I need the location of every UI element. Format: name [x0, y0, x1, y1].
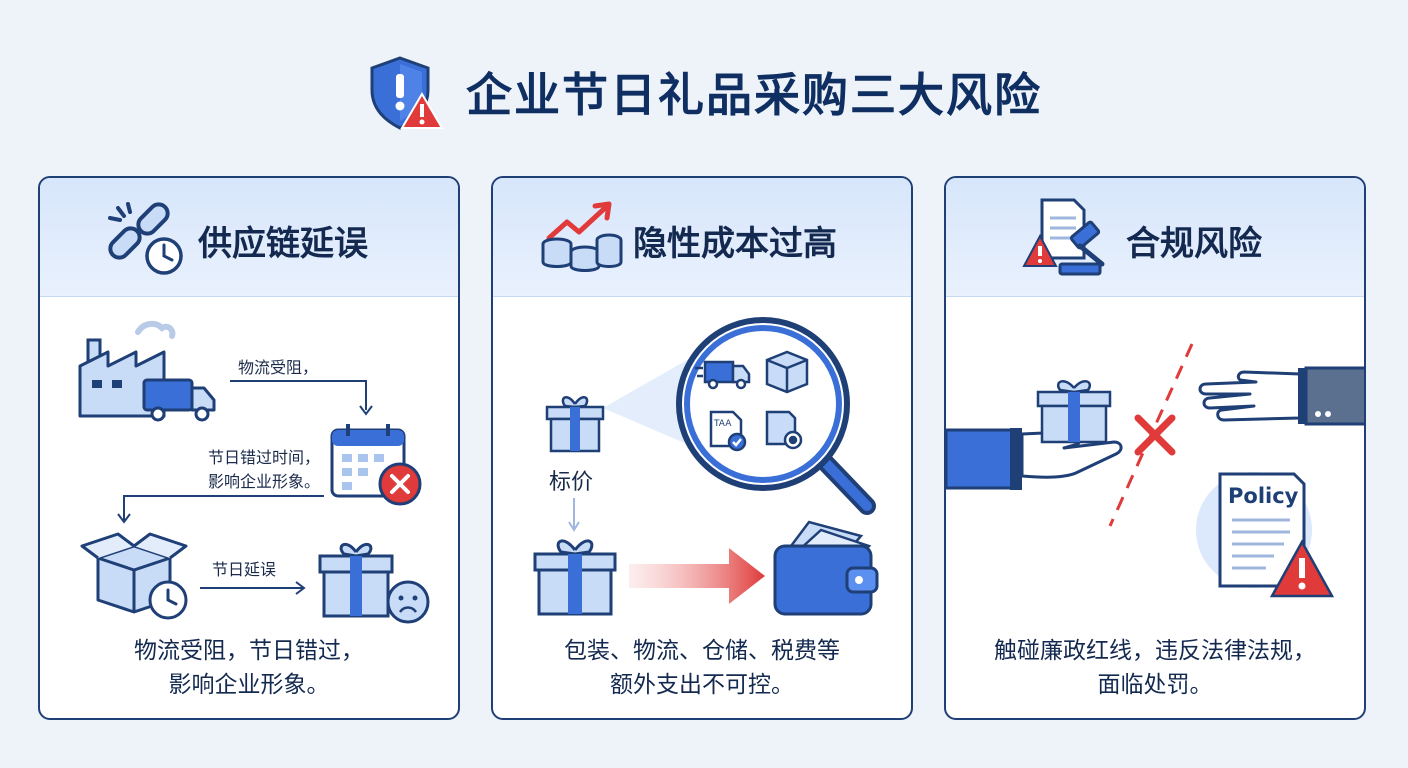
caption-line-1: 触碰廉政红线，违反法律法规， [994, 638, 1316, 664]
panel-supply-chain: 供应链延误 物流受阻， 节日错过时间， 影响企业形象。 [38, 176, 460, 720]
panel-title: 隐性成本过高 [633, 224, 837, 264]
missed-label-1: 节日错过时间， [207, 448, 320, 467]
shield-alert-icon [370, 56, 444, 130]
panel-header [946, 178, 1364, 297]
caption-line-2: 影响企业形象。 [168, 672, 330, 698]
flow-arrow [230, 380, 373, 416]
refusing-hand-icon [1198, 366, 1364, 426]
document-icon [709, 410, 747, 452]
delay-label: 节日延误 [212, 560, 277, 579]
box-icon [80, 532, 188, 620]
gift-icon [318, 542, 430, 624]
settings-doc-icon [765, 410, 803, 450]
panel-header [493, 178, 911, 297]
wallet-icon [773, 520, 879, 616]
doc-label: TAA [713, 419, 732, 429]
broken-chain-icon [108, 202, 183, 275]
panel-compliance: 合规风险 Policy 触碰廉政红线，违反法律法规， 面临处罚。 [944, 176, 1366, 720]
panel-header [40, 178, 458, 297]
policy-doc-icon [1196, 472, 1335, 598]
title-row: 企业节日礼品采购三大风险 [0, 52, 1408, 132]
handshake-icon [946, 380, 1123, 490]
gift-icon [1036, 380, 1112, 444]
panel-caption: 包装、物流、仓储、税费等 额外支出不可控。 [493, 634, 911, 702]
gift-icon [533, 539, 617, 616]
document-gavel-icon [1022, 198, 1105, 276]
panel-title: 供应链延误 [198, 224, 368, 264]
flow-arrow [200, 581, 306, 595]
factory-icon [78, 320, 216, 422]
magnifier-icon: TAA [676, 317, 876, 515]
caption-line-2: 额外支出不可控。 [610, 672, 794, 698]
caption-line-1: 包装、物流、仓储、税费等 [564, 638, 840, 664]
panel-caption: 触碰廉政红线，违反法律法规， 面临处罚。 [946, 634, 1364, 702]
gift-icon [545, 396, 605, 453]
truck-icon [695, 360, 751, 390]
caption-line-1: 物流受阻，节日错过， [134, 638, 364, 664]
reject-x-icon [1134, 414, 1176, 456]
box-icon [765, 350, 809, 394]
caption-line-2: 面临处罚。 [1097, 672, 1213, 698]
panel-caption: 物流受阻，节日错过， 影响企业形象。 [40, 634, 458, 702]
coins-arrow-icon [541, 201, 623, 272]
page-title: 企业节日礼品采购三大风险 [466, 68, 1042, 122]
sad-face-icon [386, 580, 430, 624]
logistics-label: 物流受阻， [238, 358, 319, 377]
calendar-x-icon [330, 424, 422, 506]
policy-label: Policy [1228, 484, 1299, 508]
cost-arrow [629, 548, 765, 604]
flow-arrow [117, 495, 324, 524]
panel-title: 合规风险 [1126, 224, 1262, 264]
price-label: 标价 [549, 470, 594, 495]
missed-label-2: 影响企业形象。 [207, 472, 320, 491]
down-arrow [568, 498, 580, 532]
panel-hidden-cost: 隐性成本过高 TAA [491, 176, 913, 720]
truck-icon [142, 378, 216, 422]
